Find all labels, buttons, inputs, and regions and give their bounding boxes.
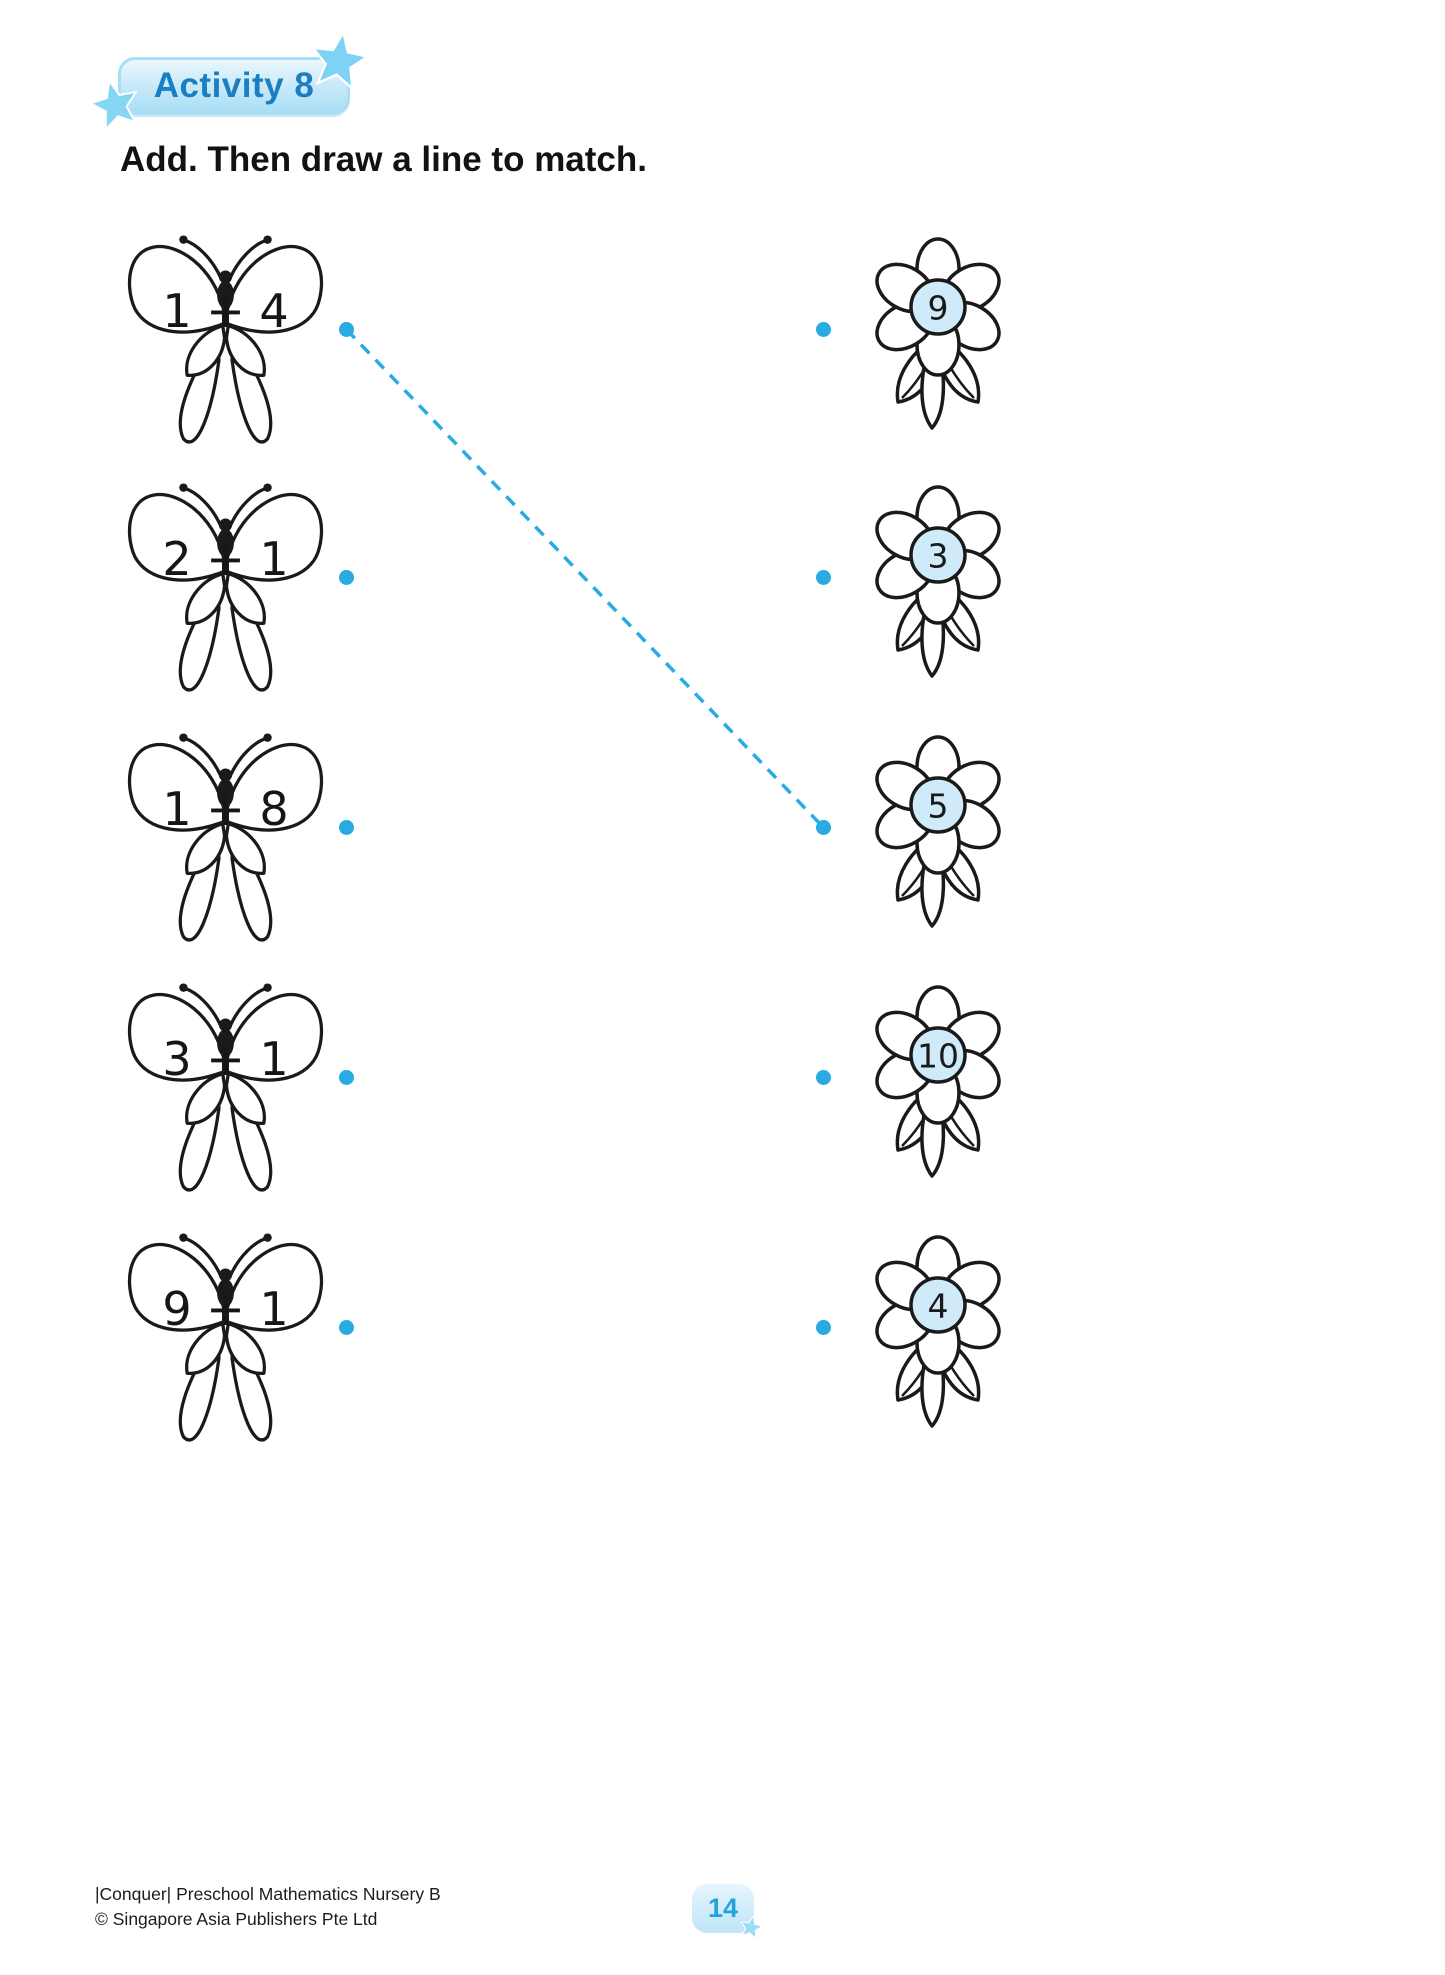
activity-title: Activity 8 bbox=[153, 66, 315, 105]
flower-illustration: 5 bbox=[858, 730, 1018, 940]
instruction-text: Add. Then draw a line to match. bbox=[120, 140, 647, 179]
flower-illustration: 4 bbox=[858, 1230, 1018, 1440]
flower-icon: 5 bbox=[866, 735, 1010, 928]
butterfly-illustration: 1 + 8 bbox=[118, 716, 333, 950]
addition-expression: 1 + 8 bbox=[162, 782, 289, 836]
match-dot-left[interactable] bbox=[339, 322, 354, 337]
match-dot-left[interactable] bbox=[339, 570, 354, 585]
butterfly-illustration: 3 + 1 bbox=[118, 966, 333, 1200]
footer-copyright: © Singapore Asia Publishers Pte Ltd bbox=[95, 1909, 378, 1929]
flower-icon: 4 bbox=[866, 1235, 1010, 1428]
activity-badge: Activity 8 bbox=[87, 57, 350, 131]
addition-expression: 2 + 1 bbox=[162, 532, 289, 586]
match-dot-right[interactable] bbox=[816, 820, 831, 835]
star-icon bbox=[307, 28, 371, 92]
flower-icon: 3 bbox=[866, 485, 1010, 678]
flower-number: 9 bbox=[928, 289, 949, 328]
page-number: 14 bbox=[707, 1892, 739, 1923]
flower-number: 5 bbox=[928, 787, 949, 826]
flower-illustration: 9 bbox=[858, 232, 1018, 442]
flower-illustration: 10 bbox=[858, 980, 1018, 1190]
flower-number: 10 bbox=[917, 1037, 959, 1076]
flower-number: 4 bbox=[928, 1287, 949, 1326]
match-dot-left[interactable] bbox=[339, 1320, 354, 1335]
footer-series-title: |Conquer| Preschool Mathematics Nursery … bbox=[95, 1884, 441, 1904]
match-dot-right[interactable] bbox=[816, 1070, 831, 1085]
flower-icon: 10 bbox=[866, 985, 1010, 1178]
flower-number: 3 bbox=[928, 537, 949, 576]
flower-icon: 9 bbox=[866, 237, 1010, 430]
addition-expression: 1 + 4 bbox=[162, 284, 289, 338]
match-dot-left[interactable] bbox=[339, 1070, 354, 1085]
addition-expression: 3 + 1 bbox=[162, 1032, 289, 1086]
butterfly-illustration: 9 + 1 bbox=[118, 1216, 333, 1450]
flower-illustration: 3 bbox=[858, 480, 1018, 690]
butterfly-illustration: 1 + 4 bbox=[118, 218, 333, 452]
match-dot-left[interactable] bbox=[339, 820, 354, 835]
butterfly-illustration: 2 + 1 bbox=[118, 466, 333, 700]
addition-expression: 9 + 1 bbox=[162, 1282, 289, 1336]
star-icon bbox=[87, 76, 143, 131]
star-icon bbox=[738, 1914, 764, 1940]
match-dot-right[interactable] bbox=[816, 570, 831, 585]
page-number-badge: 14 bbox=[692, 1884, 764, 1940]
match-dot-right[interactable] bbox=[816, 1320, 831, 1335]
match-dot-right[interactable] bbox=[816, 322, 831, 337]
